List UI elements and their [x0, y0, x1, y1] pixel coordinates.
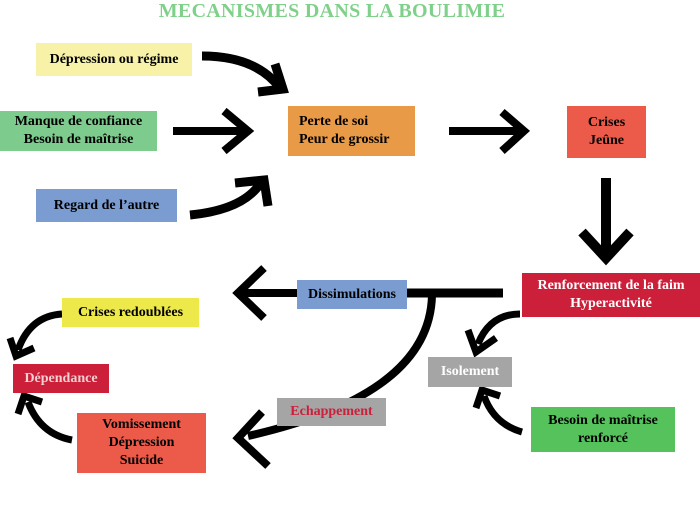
box-regard-label: Regard de l’autre: [53, 197, 160, 213]
box-besoin-maitrise-renforce: Besoin de maîtrise renforcé: [531, 407, 675, 452]
arrow-crises-to-dependance: [14, 310, 63, 352]
box-dependance-label: Dépendance: [24, 370, 98, 386]
arrow-manque-to-perte-head: [221, 107, 255, 155]
box-besoin-line2: renforcé: [577, 430, 628, 446]
box-echappement-label: Echappement: [290, 404, 373, 419]
arrow-vomissement-to-dependance-head: [14, 391, 44, 416]
box-perte-line1: Perte de soi: [299, 114, 369, 129]
box-dissimulations: Dissimulations: [297, 280, 407, 309]
arrow-perte-to-crises-head: [499, 108, 531, 154]
box-perte-de-soi: Perte de soi Peur de grossir: [288, 106, 415, 156]
box-isolement-label: Isolement: [440, 364, 500, 379]
box-manque-confiance: Manque de confiance Besoin de maîtrise: [0, 111, 157, 151]
arrow-depression-to-perte-head: [257, 62, 289, 97]
box-vomissement-line2: Dépression: [108, 435, 175, 450]
box-renforcement-line2: Hyperactivité: [570, 296, 652, 311]
arrow-crises-to-renforcement-head: [578, 228, 634, 266]
box-crises-line2: Jeûne: [589, 133, 624, 148]
arrow-dissimulations-left-head: [232, 265, 267, 321]
arrow-besoin-to-isolement: [480, 394, 524, 436]
box-echappement: Echappement: [277, 398, 386, 426]
arrow-regard-to-perte-head: [234, 175, 273, 207]
box-dependance: Dépendance: [13, 364, 109, 393]
diagram-title: MECANISMES DANS LA BOULIMIE: [158, 0, 506, 22]
box-isolement: Isolement: [428, 357, 512, 387]
arrow-renforcement-to-isolement: [474, 310, 521, 346]
box-crises-jeune: Crises Jeûne: [567, 106, 646, 158]
box-vomissement-line1: Vomissement: [102, 417, 181, 432]
box-manque-line1: Manque de confiance: [14, 114, 143, 129]
box-vomissement: Vomissement Dépression Suicide: [77, 413, 206, 473]
box-besoin-line1: Besoin de maîtrise: [548, 412, 658, 428]
arrow-renforcement-to-isolement-head: [464, 328, 499, 358]
box-depression-regime: Dépression ou régime: [36, 43, 192, 76]
box-crises-redoublees-label: Crises redoublées: [77, 304, 184, 320]
box-regard-autre: Regard de l’autre: [36, 189, 177, 222]
box-vomissement-line3: Suicide: [119, 453, 164, 468]
box-crises-line1: Crises: [587, 115, 626, 130]
box-renforcement-faim: Renforcement de la faim Hyperactivité: [522, 273, 700, 317]
box-renforcement-line1: Renforcement de la faim: [537, 278, 685, 293]
arrow-regard-to-perte: [189, 181, 264, 220]
arrow-besoin-to-isolement-head: [472, 385, 502, 410]
box-manque-line2: Besoin de maîtrise: [23, 132, 134, 147]
box-perte-line2: Peur de grossir: [299, 132, 390, 147]
box-crises-redoublees: Crises redoublées: [62, 298, 199, 327]
arrow-to-echappement-head: [232, 409, 271, 469]
box-dissimulations-label: Dissimulations: [308, 286, 396, 302]
box-depression-regime-label: Dépression ou régime: [49, 51, 179, 67]
arrow-vomissement-to-dependance: [24, 400, 73, 444]
arrow-depression-to-perte: [201, 51, 284, 91]
arrow-crises-to-dependance-head: [6, 336, 36, 361]
